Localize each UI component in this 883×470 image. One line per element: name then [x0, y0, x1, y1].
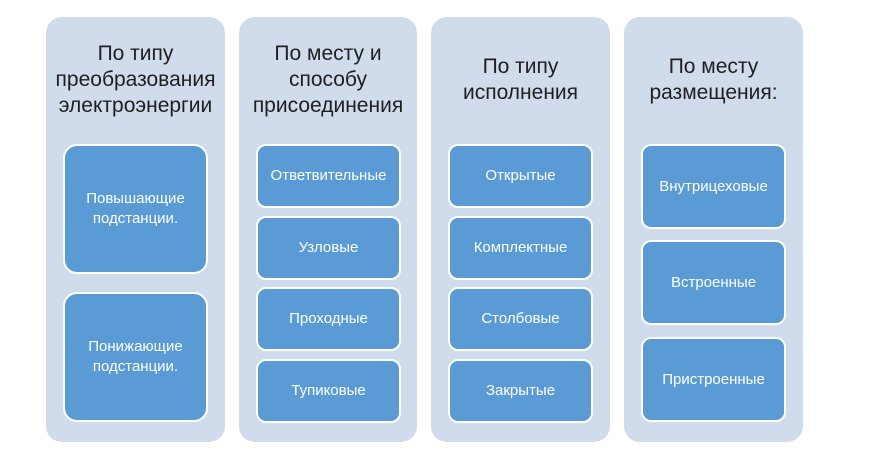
column-title: По типу исполнения [462, 55, 579, 104]
column-connection-type: По месту и способу присоединения Ответви… [239, 17, 417, 442]
column-conversion-type: По типу преобразования электроэнергии По… [46, 17, 225, 442]
category-box: Внутрицеховые [641, 144, 786, 229]
category-box: Комплектные [448, 216, 593, 280]
category-box: Понижающие подстанции. [63, 292, 208, 422]
column-title: По месту и способу присоединения [252, 42, 404, 117]
category-box: Проходные [256, 287, 401, 351]
category-box: Ответвительные [256, 144, 401, 208]
column-title: По типу преобразования электроэнергии [55, 42, 216, 117]
category-box: Пристроенные [641, 337, 786, 422]
column-execution-type: По типу исполнения Открытые Комплектные … [431, 17, 610, 442]
category-box: Открытые [448, 144, 593, 208]
column-title: По месту размещения: [649, 55, 778, 104]
category-box: Повышающие подстанции. [63, 144, 208, 274]
category-box: Тупиковые [256, 359, 401, 423]
category-box: Узловые [256, 216, 401, 280]
category-box: Столбовые [448, 287, 593, 351]
category-box: Встроенные [641, 240, 786, 325]
column-placement-type: По месту размещения: Внутрицеховые Встро… [624, 17, 803, 442]
category-box: Закрытые [448, 359, 593, 423]
